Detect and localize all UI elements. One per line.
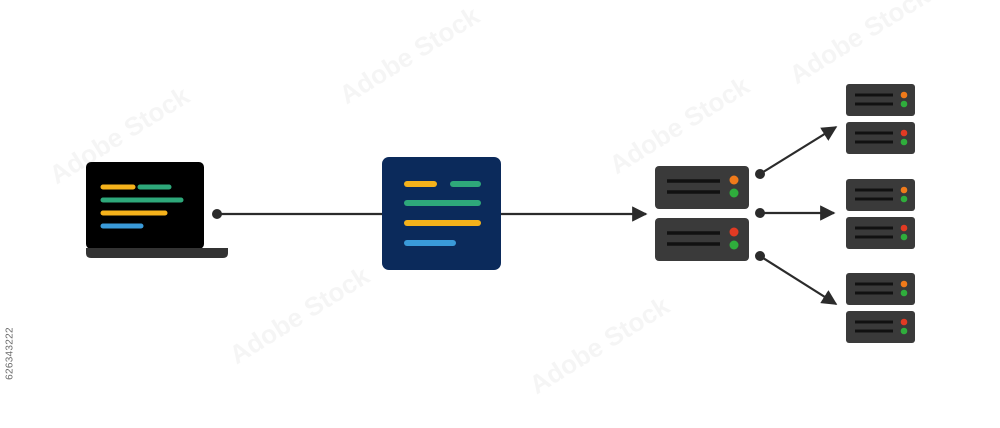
status-led-red: [900, 318, 908, 326]
server-unit: [846, 311, 915, 343]
fanout-arrow-bottom: [759, 255, 838, 305]
replica-server-stack-icon-bottom: [846, 273, 915, 343]
status-led-orange: [900, 280, 908, 288]
status-led-red: [729, 227, 739, 237]
server-unit: [846, 217, 915, 249]
server-unit: [846, 84, 915, 116]
server-unit: [846, 179, 915, 211]
status-led-red: [900, 129, 908, 137]
laptop-screen: [86, 162, 204, 249]
server-unit: [655, 218, 749, 261]
status-led-green: [900, 289, 908, 297]
status-led-red: [900, 224, 908, 232]
code-document-icon: [382, 157, 501, 270]
connectors: [212, 126, 838, 305]
server-unit: [655, 166, 749, 209]
primary-server-stack-icon: [655, 166, 749, 261]
laptop-code-icon: [86, 162, 228, 258]
status-led-orange: [900, 91, 908, 99]
status-led-green: [729, 188, 739, 198]
replica-server-stack-icon-middle: [846, 179, 915, 249]
status-led-green: [900, 100, 908, 108]
status-led-green: [729, 240, 739, 250]
laptop-base: [86, 248, 228, 258]
status-led-green: [900, 138, 908, 146]
status-led-green: [900, 195, 908, 203]
status-led-orange: [900, 186, 908, 194]
server-unit: [846, 273, 915, 305]
replica-server-stack-icon-top: [846, 84, 915, 154]
fanout-arrow-top: [759, 126, 838, 175]
side-id-label: 626343222: [4, 327, 16, 380]
server-unit: [846, 122, 915, 154]
status-led-green: [900, 327, 908, 335]
status-led-green: [900, 233, 908, 241]
status-led-orange: [729, 175, 739, 185]
code-panel: [382, 157, 501, 270]
